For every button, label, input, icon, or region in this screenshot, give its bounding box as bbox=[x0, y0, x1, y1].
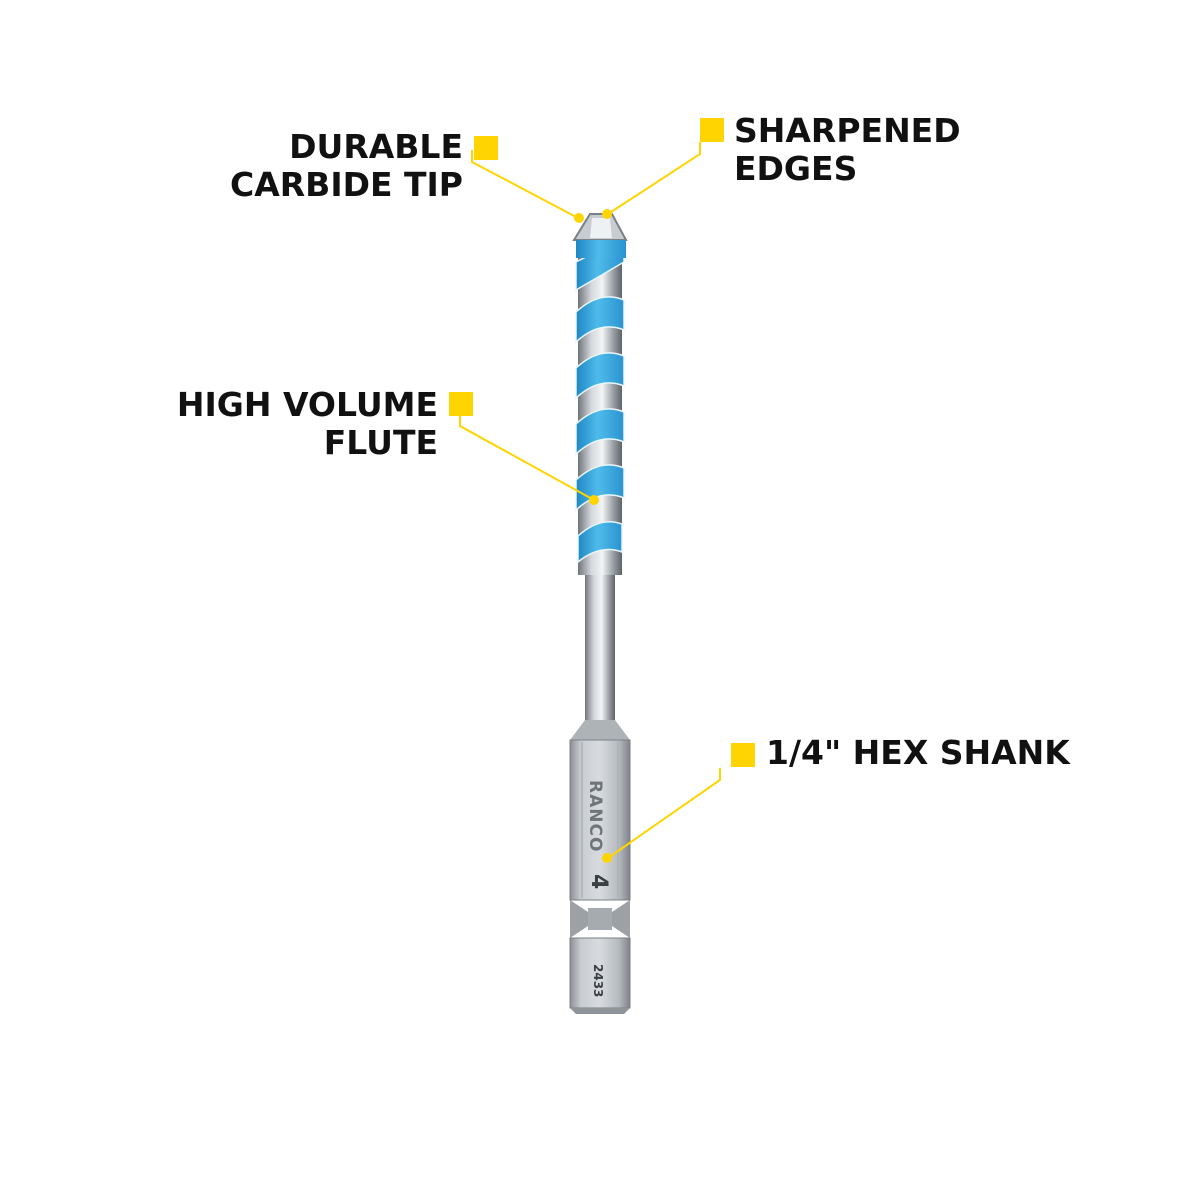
part-number: 2433 bbox=[591, 964, 605, 997]
bit-hex-end bbox=[569, 937, 631, 1009]
callout-hex-shank: 1/4" HEX SHANK bbox=[766, 734, 1070, 772]
leader-flute bbox=[459, 414, 595, 501]
callout-flute-line1: HIGH VOLUME bbox=[176, 385, 438, 424]
carbide-tip bbox=[572, 213, 628, 258]
marker-square-tip bbox=[474, 136, 498, 160]
leader-tip bbox=[471, 150, 579, 219]
bit-hex-collar bbox=[570, 720, 630, 740]
marker-square-shank bbox=[731, 743, 755, 767]
bit-hex-groove bbox=[570, 900, 588, 938]
bit-hex-shank bbox=[569, 739, 631, 901]
leader-dot-tip bbox=[574, 213, 584, 223]
flute-spirals bbox=[575, 236, 625, 564]
callout-edges-line2: EDGES bbox=[734, 149, 858, 188]
leader-dots bbox=[574, 209, 612, 863]
leader-dot-edges bbox=[602, 209, 612, 219]
callout-carbide-tip: DURABLE CARBIDE TIP bbox=[230, 128, 463, 204]
leader-dot-flute bbox=[589, 495, 599, 505]
leader-shank bbox=[607, 768, 721, 859]
marker-square-flute bbox=[449, 392, 473, 416]
bit-shank-round bbox=[585, 570, 615, 720]
callout-high-volume-flute: HIGH VOLUME FLUTE bbox=[177, 386, 438, 462]
size-mark: 4 bbox=[586, 874, 611, 889]
callout-flute-line2: FLUTE bbox=[323, 423, 438, 462]
bit-flute-core bbox=[578, 240, 622, 575]
callout-tip-line2: CARBIDE TIP bbox=[230, 165, 463, 204]
leader-lines bbox=[459, 142, 721, 859]
callout-sharpened-edges: SHARPENED EDGES bbox=[734, 112, 961, 188]
marker-square-edges bbox=[700, 118, 724, 142]
brand-logo: RANCO bbox=[585, 780, 605, 852]
leader-dot-shank bbox=[602, 853, 612, 863]
callout-edges-line1: SHARPENED bbox=[734, 111, 961, 150]
leader-edges bbox=[607, 142, 701, 215]
callout-tip-line1: DURABLE bbox=[289, 127, 463, 166]
callout-shank-text: 1/4" HEX SHANK bbox=[766, 733, 1070, 772]
